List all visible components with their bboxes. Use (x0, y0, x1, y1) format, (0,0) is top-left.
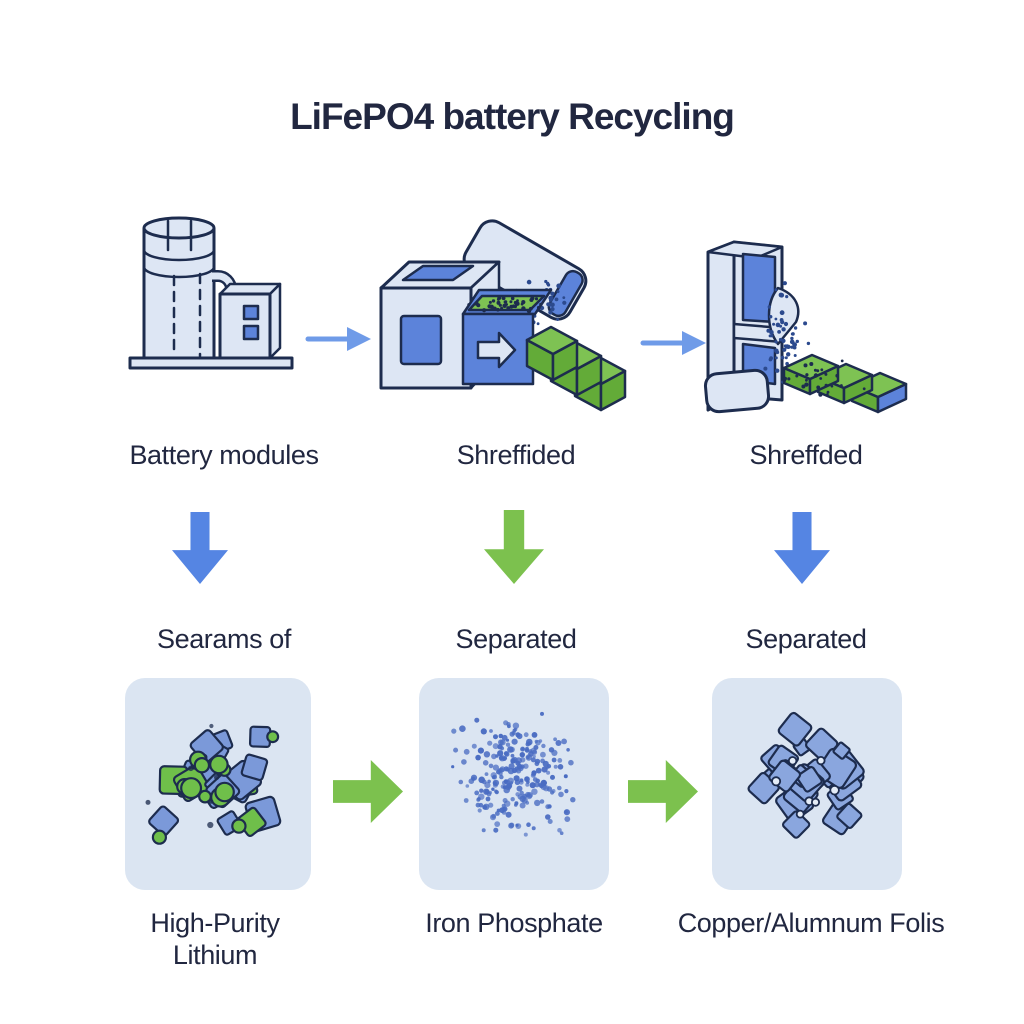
green-output-blocks (525, 325, 627, 412)
mixed-chunks-particles (145, 723, 282, 845)
block-speckles (782, 359, 866, 397)
product-label: High-Purity Lithium (150, 908, 280, 970)
shredder-bin (461, 288, 553, 386)
machine-label: Battery modules (129, 440, 319, 470)
product-panel-foils (712, 678, 902, 890)
window-icon (399, 314, 443, 366)
window-icon (242, 324, 260, 341)
state-label: Separated (455, 624, 577, 654)
silo (142, 216, 237, 360)
product-panel-iron-phosphate (419, 678, 609, 890)
battery-plant-illustration (128, 216, 294, 370)
chute (767, 286, 800, 346)
right-arrow-icon (628, 760, 698, 823)
product-panel-lithium (125, 678, 311, 890)
product-label: Iron Phosphate (425, 908, 603, 938)
shredder-illustration (379, 219, 627, 412)
shredded-material (467, 295, 543, 314)
right-arrow-glyph (476, 331, 517, 369)
flow-right-small-icon (305, 327, 371, 351)
down-arrow-icon (774, 512, 830, 584)
state-label: Separated (745, 624, 867, 654)
separator-illustration (703, 240, 908, 414)
tower-foot (703, 368, 771, 414)
blue-dots-particles (451, 711, 576, 837)
blue-flakes-particles (747, 711, 865, 839)
flow-right-small-icon (640, 331, 706, 355)
falling-particles (763, 281, 811, 384)
conveyor-blocks (782, 353, 908, 414)
diagram-title: LiFePO4 battery Recycling (290, 96, 735, 137)
machine-label: Shreffided (456, 440, 576, 470)
machine-label: Shreffded (749, 440, 863, 470)
right-arrow-icon (333, 760, 403, 823)
window-icon (242, 304, 260, 321)
down-arrow-icon (172, 512, 228, 584)
feed-slot (401, 264, 475, 282)
down-arrow-icon (484, 510, 544, 584)
state-label: Searams of (156, 624, 292, 654)
platform (128, 356, 294, 370)
product-label: Copper/Alumnum Folis (677, 908, 945, 938)
factory-box (218, 282, 282, 360)
